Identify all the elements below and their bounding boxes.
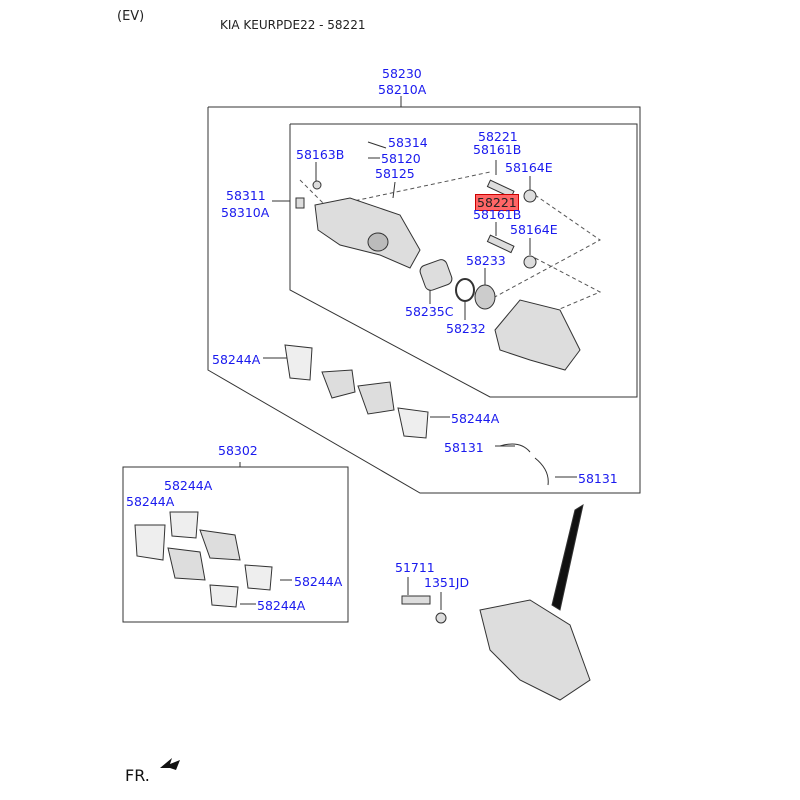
label-58233[interactable]: 58233 (466, 253, 506, 268)
caliper-box (289, 123, 638, 398)
pad-kit-box (122, 466, 349, 623)
label-58244A[interactable]: 58244A (294, 574, 343, 589)
piston-seal (455, 278, 475, 302)
label-1351JD[interactable]: 1351JD (424, 575, 470, 590)
label-58310A[interactable]: 58310A (221, 205, 270, 220)
label-58230[interactable]: 58230 (382, 66, 422, 81)
outer-assembly-box (207, 106, 641, 494)
dust-boot (474, 284, 496, 310)
label-58164E[interactable]: 58164E (510, 222, 558, 237)
caliper-parts (134, 179, 591, 701)
label-58210A[interactable]: 58210A (378, 82, 427, 97)
label-58161B[interactable]: 58161B (473, 142, 522, 157)
label-58161B[interactable]: 58161B (473, 207, 522, 222)
label-58314[interactable]: 58314 (388, 135, 428, 150)
piston (419, 259, 453, 291)
front-arrow-icon (160, 758, 180, 770)
guide-pin (486, 179, 515, 199)
label-58221-highlighted[interactable]: 58221 (475, 194, 519, 211)
label-58311[interactable]: 58311 (226, 188, 266, 203)
label-58244A[interactable]: 58244A (257, 598, 306, 613)
label-58131[interactable]: 58131 (444, 440, 484, 455)
label-58244A[interactable]: 58244A (164, 478, 213, 493)
label-58232[interactable]: 58232 (446, 321, 486, 336)
label-58302[interactable]: 58302 (218, 443, 258, 458)
caliper-assembly (479, 599, 591, 701)
caliper-body (314, 197, 421, 269)
diagram-title: KIA KEURPDE22 - 58221 (220, 18, 366, 32)
front-direction-label: FR. (125, 766, 150, 785)
brake-pad (321, 369, 356, 399)
label-58244A[interactable]: 58244A (212, 352, 261, 367)
label-58244A[interactable]: 58244A (126, 494, 175, 509)
label-51711[interactable]: 51711 (395, 560, 435, 575)
label-58164E[interactable]: 58164E (505, 160, 553, 175)
label-58221[interactable]: 58221 (478, 129, 518, 144)
label-58120[interactable]: 58120 (381, 151, 421, 166)
caliper-bracket (494, 299, 581, 371)
label-58163B[interactable]: 58163B (296, 147, 345, 162)
label-58244A[interactable]: 58244A (451, 411, 500, 426)
label-58131[interactable]: 58131 (578, 471, 618, 486)
label-58125[interactable]: 58125 (375, 166, 415, 181)
variant-label: (EV) (117, 9, 145, 24)
label-58235C[interactable]: 58235C (405, 304, 454, 319)
